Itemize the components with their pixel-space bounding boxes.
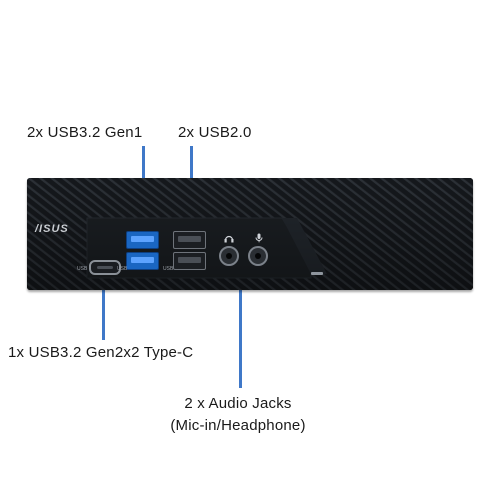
port-tongue <box>178 257 201 263</box>
port-mark-typec: USB <box>77 266 88 272</box>
jack-hole <box>255 253 261 259</box>
callout-usb32-gen1-label: 2x USB3.2 Gen1 <box>27 124 143 141</box>
usb32-gen1-port-top[interactable] <box>126 231 159 249</box>
headphone-jack[interactable] <box>219 246 239 266</box>
port-mark-usb3: USB <box>117 266 128 272</box>
port-mark-usb2: USB <box>163 266 174 272</box>
callout-audio-line2: (Mic-in/Headphone) <box>170 417 306 434</box>
callout-usb20-label: 2x USB2.0 <box>178 124 252 141</box>
callout-typec-label: 1x USB3.2 Gen2x2 Type-C <box>8 344 194 361</box>
callout-audio-line1: 2 x Audio Jacks <box>184 395 292 412</box>
jack-hole <box>226 253 232 259</box>
port-tongue <box>131 257 154 263</box>
port-tongue <box>131 236 154 242</box>
usb-type-c-port[interactable] <box>89 260 121 275</box>
asus-logo: /ISUS <box>35 223 69 235</box>
callout-line-typec <box>102 282 105 340</box>
callout-line-audio <box>239 282 242 388</box>
usb20-port-bottom[interactable] <box>173 252 206 270</box>
status-light-strip <box>311 272 323 275</box>
microphone-icon <box>255 233 263 243</box>
usb32-gen1-port-bottom[interactable] <box>126 252 159 270</box>
headphone-icon <box>224 235 234 243</box>
callout-audio-label: 2 x Audio Jacks (Mic-in/Headphone) <box>148 393 328 437</box>
port-slot <box>97 266 113 269</box>
usb20-port-top[interactable] <box>173 231 206 249</box>
port-tongue <box>178 236 201 242</box>
mini-pc-front-panel: /ISUS USB USB USB <box>27 178 473 290</box>
mic-in-jack[interactable] <box>248 246 268 266</box>
